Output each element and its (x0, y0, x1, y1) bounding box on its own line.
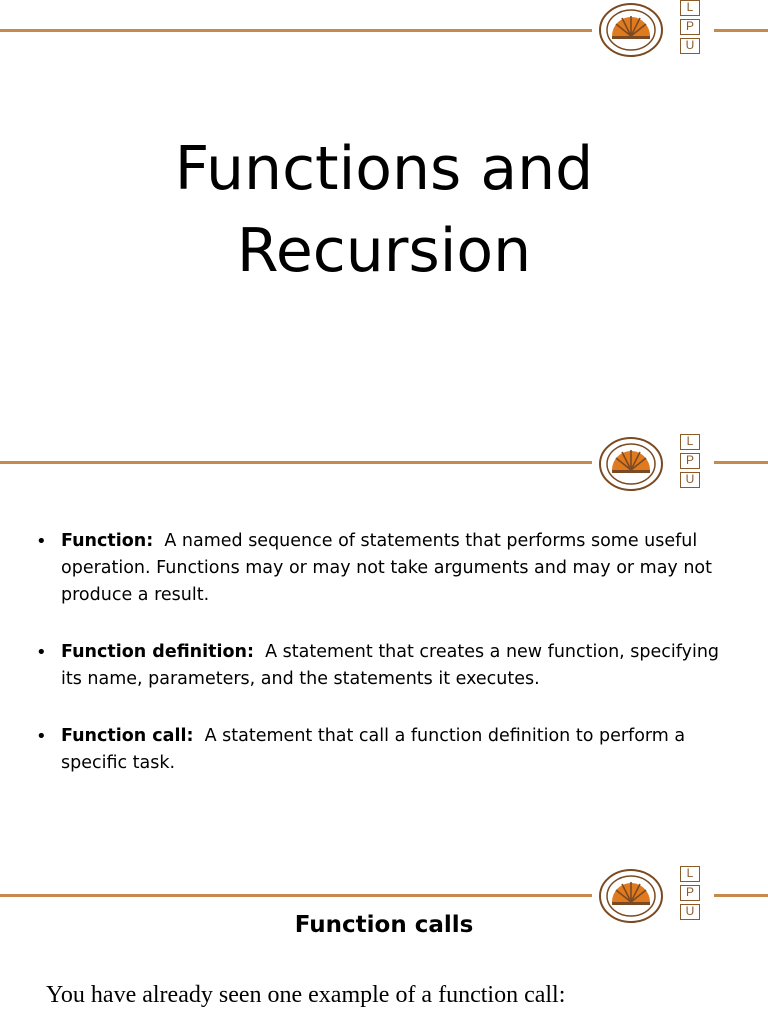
lpu-logo: L P U (592, 866, 714, 926)
logo-letter-u: U (680, 38, 700, 54)
logo-letter-l: L (680, 866, 700, 882)
section-title: Function calls (294, 912, 474, 938)
title-line-1: Functions and (174, 134, 594, 204)
list-item: Function: A named sequence of statements… (36, 528, 726, 609)
header-divider (0, 461, 768, 464)
definition-text: A named sequence of statements that perf… (61, 531, 713, 605)
term-function-definition: Function definition: (61, 642, 254, 662)
term-function-call: Function call: (61, 726, 194, 746)
header-divider (0, 894, 768, 897)
slide-definitions: L P U Function: A named sequence of stat… (0, 432, 768, 864)
title-line-2: Recursion (236, 216, 532, 286)
term-function: Function: (61, 531, 154, 551)
definition-text: A statement that creates a new function,… (61, 642, 720, 689)
university-seal-icon (599, 869, 663, 923)
slide-title-text: Functions and Recursion (0, 128, 768, 292)
body-text: You have already seen one example of a f… (46, 982, 566, 1008)
lpu-logo: L P U (592, 0, 714, 60)
university-seal-icon (599, 3, 663, 57)
slide-title: L P U Functions and Recursion (0, 0, 768, 432)
slide-function-calls: L P U Function calls You have already se… (0, 864, 768, 1024)
university-seal-icon (599, 437, 663, 491)
logo-letter-p: P (680, 885, 700, 901)
logo-letter-l: L (680, 434, 700, 450)
definition-text: A statement that call a function definit… (61, 726, 686, 773)
logo-letter-l: L (680, 0, 700, 16)
definition-list: Function: A named sequence of statements… (36, 528, 726, 807)
logo-letter-p: P (680, 453, 700, 469)
lpu-logo: L P U (592, 434, 714, 494)
list-item: Function definition: A statement that cr… (36, 639, 726, 693)
logo-letter-p: P (680, 19, 700, 35)
header-divider (0, 29, 768, 32)
logo-letter-u: U (680, 472, 700, 488)
list-item: Function call: A statement that call a f… (36, 723, 726, 777)
logo-letter-u: U (680, 904, 700, 920)
